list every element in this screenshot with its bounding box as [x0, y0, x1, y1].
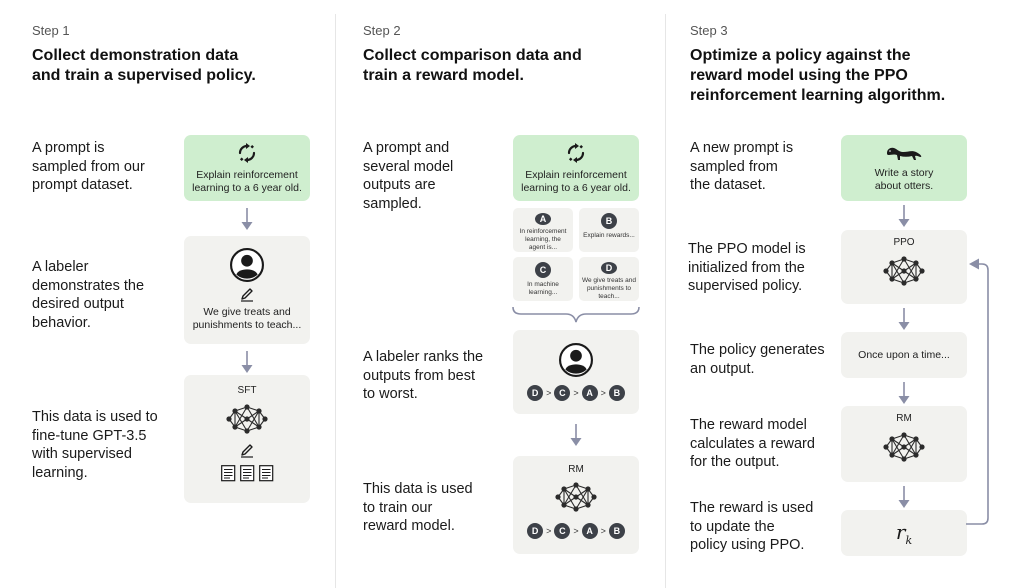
neural-network-icon [882, 255, 926, 287]
step1-column: Step 1 Collect demonstration data and tr… [0, 0, 335, 588]
prompt-box: Explain reinforcement learning to a 6 ye… [513, 135, 639, 201]
document-icon [258, 465, 273, 482]
refresh-icon [567, 143, 585, 163]
output-badge: C [535, 262, 551, 278]
model-label: RM [896, 413, 912, 424]
feedback-loop-arrow [966, 258, 989, 525]
demonstration-box: We give treats and punishments to teach.… [184, 236, 310, 344]
ranking-row: D> C> A> B [527, 385, 625, 401]
ranking-row: D> C> A> B [527, 523, 625, 539]
flow-arrow [898, 205, 910, 227]
reward-box: rk [841, 510, 967, 556]
reward-symbol: rk [895, 519, 913, 547]
step2-column: Step 2 Collect comparison data and train… [336, 0, 665, 588]
flow-arrow [898, 382, 910, 404]
person-icon [559, 343, 593, 377]
step-title: Collect demonstration data and train a s… [32, 47, 256, 84]
policy-output-box: Once upon a time... [841, 332, 967, 378]
step3-column: Step 3 Optimize a policy against the rew… [666, 0, 1024, 588]
model-label: RM [568, 464, 584, 475]
output-badge: A [535, 213, 551, 225]
column-divider [665, 14, 666, 588]
model-label: PPO [893, 237, 915, 248]
ranking-box: D> C> A> B [513, 330, 639, 414]
sft-model-box: SFT [184, 375, 310, 503]
ppo-model-box: PPO [841, 230, 967, 304]
column-divider [335, 14, 336, 588]
pencil-icon [240, 288, 254, 302]
flow-arrow [570, 424, 582, 446]
document-icon [220, 465, 235, 482]
step-label: Step 2 [363, 23, 401, 38]
brace-connector [512, 306, 640, 323]
flow-arrow [898, 308, 910, 330]
neural-network-icon [225, 403, 269, 435]
neural-network-icon [554, 481, 598, 513]
model-output-card: B Explain rewards... [579, 208, 639, 252]
reward-model-box: RM [841, 406, 967, 482]
flow-arrow [241, 351, 253, 373]
step-title: Optimize a policy against the reward mod… [690, 47, 946, 104]
flow-arrow [898, 486, 910, 508]
reward-model-box: RM D> C> A> B [513, 456, 639, 554]
prompt-box: Explain reinforcement learning to a 6 ye… [184, 135, 310, 201]
neural-network-icon [882, 431, 926, 463]
document-icon [239, 465, 254, 482]
prompt-box: Write a story about otters. [841, 135, 967, 201]
step-label: Step 3 [690, 23, 728, 38]
person-icon [230, 248, 264, 282]
refresh-icon [238, 143, 256, 163]
step-label: Step 1 [32, 23, 70, 38]
output-badge: B [601, 213, 617, 229]
flow-arrow [241, 208, 253, 230]
output-badge: D [601, 262, 617, 274]
step-title: Collect comparison data and train a rewa… [363, 47, 582, 84]
model-label: SFT [237, 385, 257, 396]
otter-icon [887, 147, 922, 160]
pencil-icon [240, 444, 254, 458]
